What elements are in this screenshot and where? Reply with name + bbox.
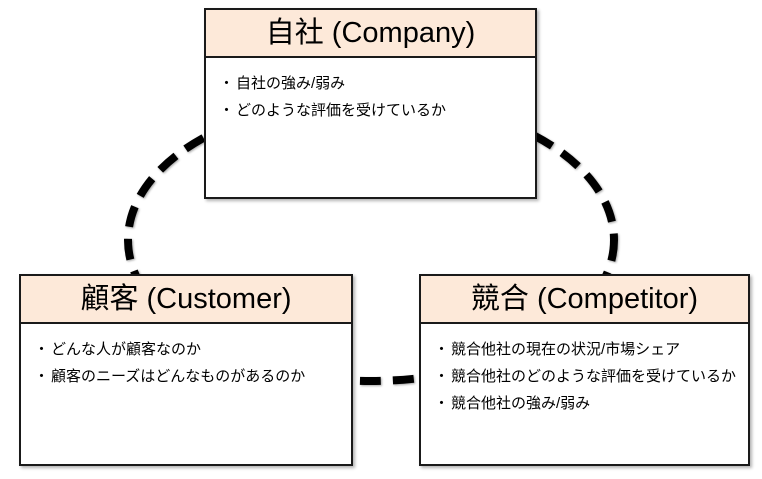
customer-box-title: 顧客 (Customer) <box>80 282 292 315</box>
dashed-ellipse <box>124 95 618 385</box>
bullet-text: 競合他社のどのような評価を受けているか <box>451 368 737 385</box>
company-box-title: 自社 (Company) <box>265 16 476 49</box>
bullet-marker: ・ <box>434 368 450 385</box>
customer-box: 顧客 (Customer) ・ どんな人が顧客なのか ・ 顧客のニーズはどんなも… <box>19 274 353 466</box>
customer-box-header: 顧客 (Customer) <box>21 276 351 324</box>
bullet-marker: ・ <box>219 102 235 119</box>
bullet-marker: ・ <box>34 341 50 358</box>
customer-box-body: ・ どんな人が顧客なのか ・ 顧客のニーズはどんなものがあるのか <box>21 324 351 390</box>
bullet-marker: ・ <box>434 395 450 412</box>
competitor-box-body: ・ 競合他社の現在の状況/市場シェア ・ 競合他社のどのような評価を受けているか… <box>421 324 748 417</box>
competitor-box-title: 競合 (Competitor) <box>470 282 699 315</box>
company-bullet-2: ・ どのような評価を受けているか <box>219 97 527 124</box>
bullet-text: 自社の強み/弱み <box>236 75 346 92</box>
competitor-bullet-3: ・ 競合他社の強み/弱み <box>434 390 740 417</box>
bullet-marker: ・ <box>219 75 235 92</box>
customer-bullet-1: ・ どんな人が顧客なのか <box>34 336 343 363</box>
company-box-header: 自社 (Company) <box>206 10 535 58</box>
competitor-box: 競合 (Competitor) ・ 競合他社の現在の状況/市場シェア ・ 競合他… <box>419 274 750 466</box>
competitor-box-header: 競合 (Competitor) <box>421 276 748 324</box>
bullet-text: 競合他社の現在の状況/市場シェア <box>451 341 681 358</box>
competitor-bullet-1: ・ 競合他社の現在の状況/市場シェア <box>434 336 740 363</box>
bullet-marker: ・ <box>434 341 450 358</box>
bullet-text: 競合他社の強み/弱み <box>451 395 591 412</box>
bullet-text: 顧客のニーズはどんなものがあるのか <box>51 368 306 385</box>
bullet-text: どんな人が顧客なのか <box>51 341 202 358</box>
company-box-body: ・ 自社の強み/弱み ・ どのような評価を受けているか <box>206 58 535 124</box>
customer-bullet-2: ・ 顧客のニーズはどんなものがあるのか <box>34 363 343 390</box>
company-box: 自社 (Company) ・ 自社の強み/弱み ・ どのような評価を受けているか <box>204 8 537 199</box>
bullet-text: どのような評価を受けているか <box>236 102 447 119</box>
company-bullet-1: ・ 自社の強み/弱み <box>219 70 527 97</box>
bullet-marker: ・ <box>34 368 50 385</box>
competitor-bullet-2: ・ 競合他社のどのような評価を受けているか <box>434 363 740 390</box>
